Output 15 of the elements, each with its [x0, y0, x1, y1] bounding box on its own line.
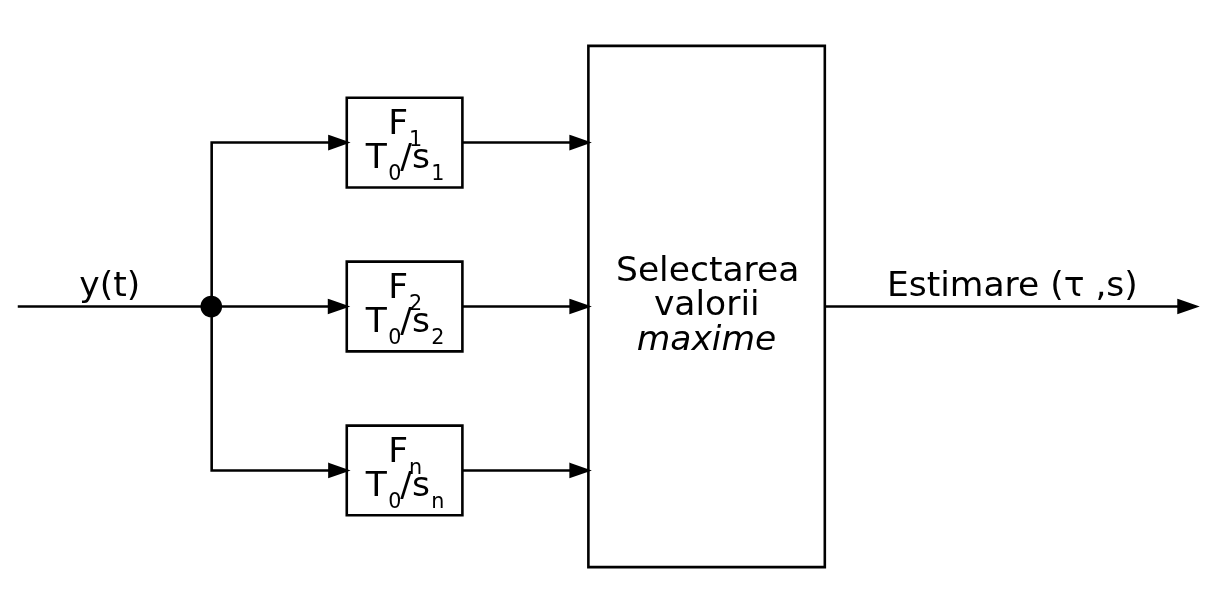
edge-label: Estimare (τ ,s)	[886, 263, 1138, 304]
node-box: F$_{2}$ T$_{0}$/s$_{2}$	[345, 259, 464, 353]
arrow	[221, 298, 351, 314]
arrow	[462, 462, 592, 478]
arrow	[462, 134, 592, 150]
arrow	[210, 134, 351, 297]
node-box: Selectarea valorii maxime	[587, 44, 827, 568]
arrow	[462, 298, 592, 314]
edge-label: y(t)	[79, 263, 141, 304]
arrow	[825, 298, 1200, 314]
connector	[17, 304, 202, 308]
arrow	[210, 315, 351, 478]
node-box: F$_{1}$ T$_{0}$/s$_{1}$	[345, 95, 464, 189]
node-circle	[200, 295, 223, 317]
node-box: F$_{n}$ T$_{0}$/s$_{n}$	[345, 423, 464, 517]
